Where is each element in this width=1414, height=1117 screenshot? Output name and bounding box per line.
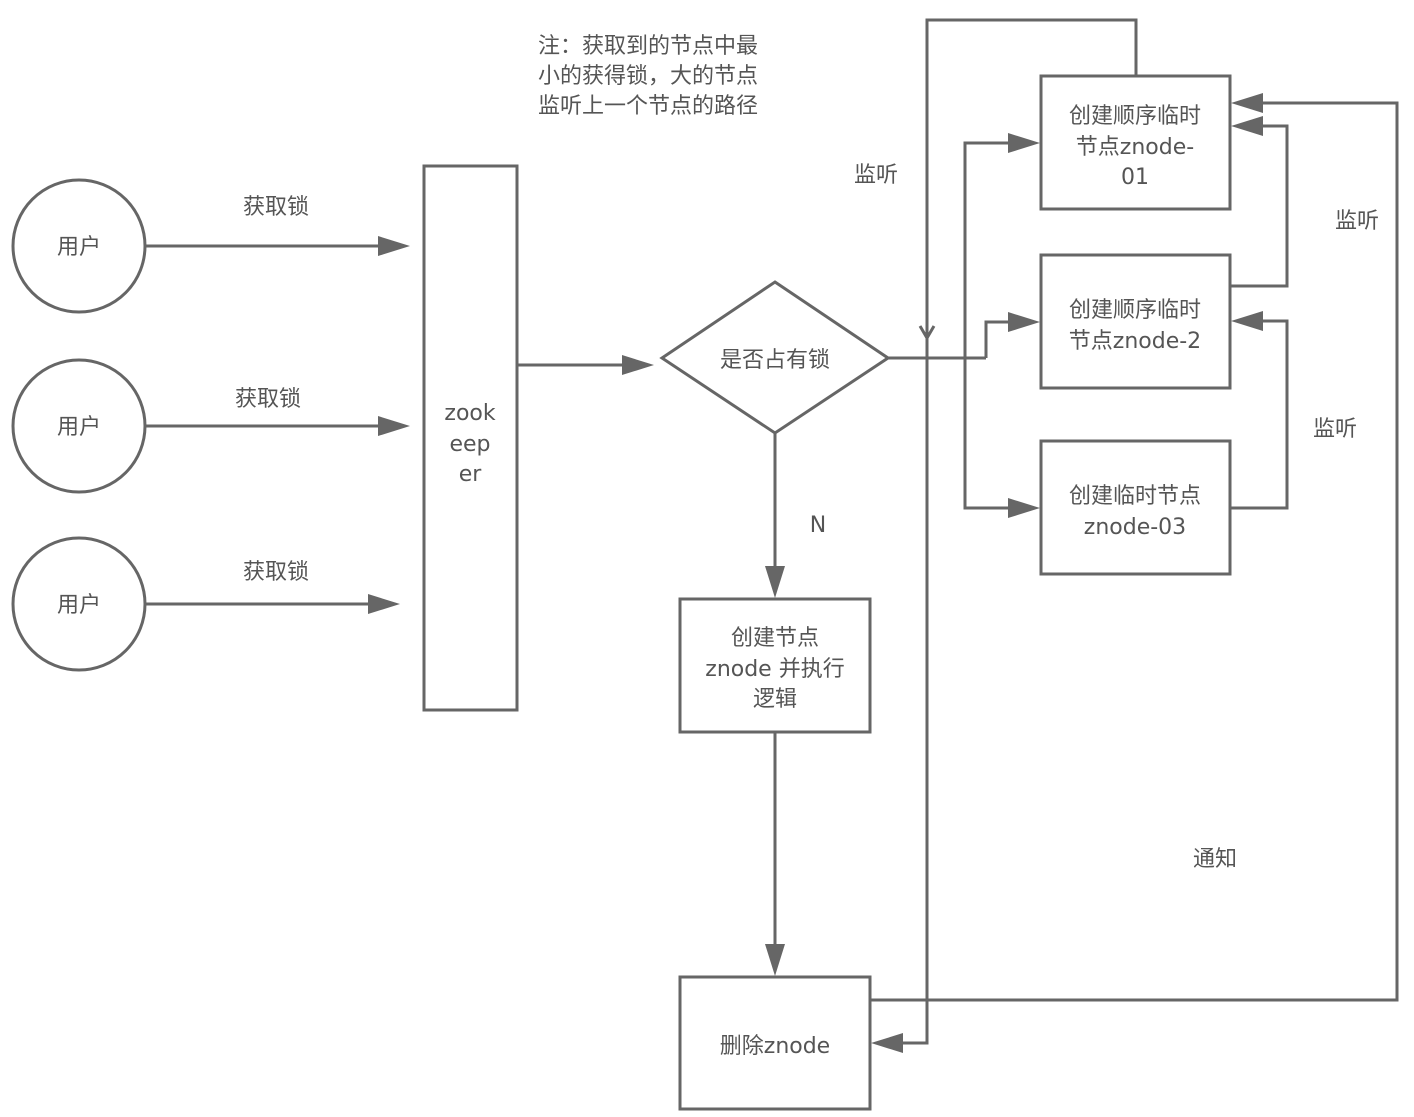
zookeeper-line-2: eep (449, 432, 490, 457)
seq-node-03-line-1: 创建临时节点 (1069, 484, 1201, 509)
edge-no-label: N (810, 513, 826, 538)
create-node-line-2: znode 并执行 (705, 657, 844, 682)
seq-node-03-line-2: znode-03 (1084, 515, 1186, 540)
decision-node: 是否占有锁 (659, 280, 891, 435)
edge-user1-label: 获取锁 (243, 195, 309, 220)
user-node-2: 用户 (11, 358, 147, 494)
user-node-1: 用户 (11, 178, 147, 314)
user-node-3-label: 用户 (57, 593, 101, 618)
seq-node-01: 创建顺序临时 节点znode- 01 (1039, 74, 1232, 211)
edge-decision-branches (888, 133, 1040, 518)
user-node-3: 用户 (11, 536, 147, 672)
note-line-2: 小的获得锁，大的节点 (538, 64, 758, 89)
create-node-line-3: 逻辑 (753, 687, 797, 712)
edge-listen-2-to-01: 监听 (1230, 116, 1379, 288)
seq-node-01-line-1: 创建顺序临时 (1069, 104, 1201, 129)
note: 注：获取到的节点中最 小的获得锁，大的节点 监听上一个节点的路径 (538, 34, 758, 119)
edge-user3-zookeeper: 获取锁 (145, 560, 400, 614)
edge-listen-right-upper-label: 监听 (1335, 209, 1379, 234)
edge-listen-right-lower-label: 监听 (1313, 417, 1357, 442)
user-node-1-label: 用户 (57, 235, 101, 260)
create-node-box: 创建节点 znode 并执行 逻辑 (678, 597, 872, 734)
decision-label: 是否占有锁 (720, 348, 830, 373)
seq-node-03: 创建临时节点 znode-03 (1039, 439, 1232, 576)
edge-notify: 通知 (870, 93, 1399, 1002)
edge-user3-label: 获取锁 (243, 560, 309, 585)
zookeeper-node: zook eep er (422, 164, 519, 712)
zookeeper-line-1: zook (444, 401, 495, 426)
create-node-line-1: 创建节点 (731, 626, 819, 651)
seq-node-2-line-2: 节点znode-2 (1069, 329, 1201, 354)
seq-node-2: 创建顺序临时 节点znode-2 (1039, 253, 1232, 390)
edge-listen-03-to-2: 监听 (1230, 311, 1357, 510)
note-line-3: 监听上一个节点的路径 (538, 94, 758, 119)
seq-node-01-line-2: 节点znode- (1076, 135, 1194, 160)
edge-zookeeper-decision (517, 355, 654, 375)
edge-user2-zookeeper: 获取锁 (145, 387, 410, 436)
seq-node-01-line-3: 01 (1121, 165, 1149, 190)
edge-create-delete (765, 732, 785, 976)
user-node-2-label: 用户 (57, 415, 101, 440)
delete-node-label: 删除znode (720, 1034, 830, 1059)
zookeeper-line-3: er (459, 462, 483, 487)
edge-listen-top-label: 监听 (854, 163, 898, 188)
edge-notify-label: 通知 (1193, 847, 1237, 872)
edge-decision-create-node: N (765, 433, 826, 598)
edge-listen-top-loop: 监听 (854, 18, 1138, 1053)
edge-user1-zookeeper: 获取锁 (145, 195, 410, 256)
seq-node-2-line-1: 创建顺序临时 (1069, 298, 1201, 323)
delete-node-box: 删除znode (678, 975, 872, 1111)
note-line-1: 注：获取到的节点中最 (538, 34, 758, 59)
edge-user2-label: 获取锁 (235, 387, 301, 412)
